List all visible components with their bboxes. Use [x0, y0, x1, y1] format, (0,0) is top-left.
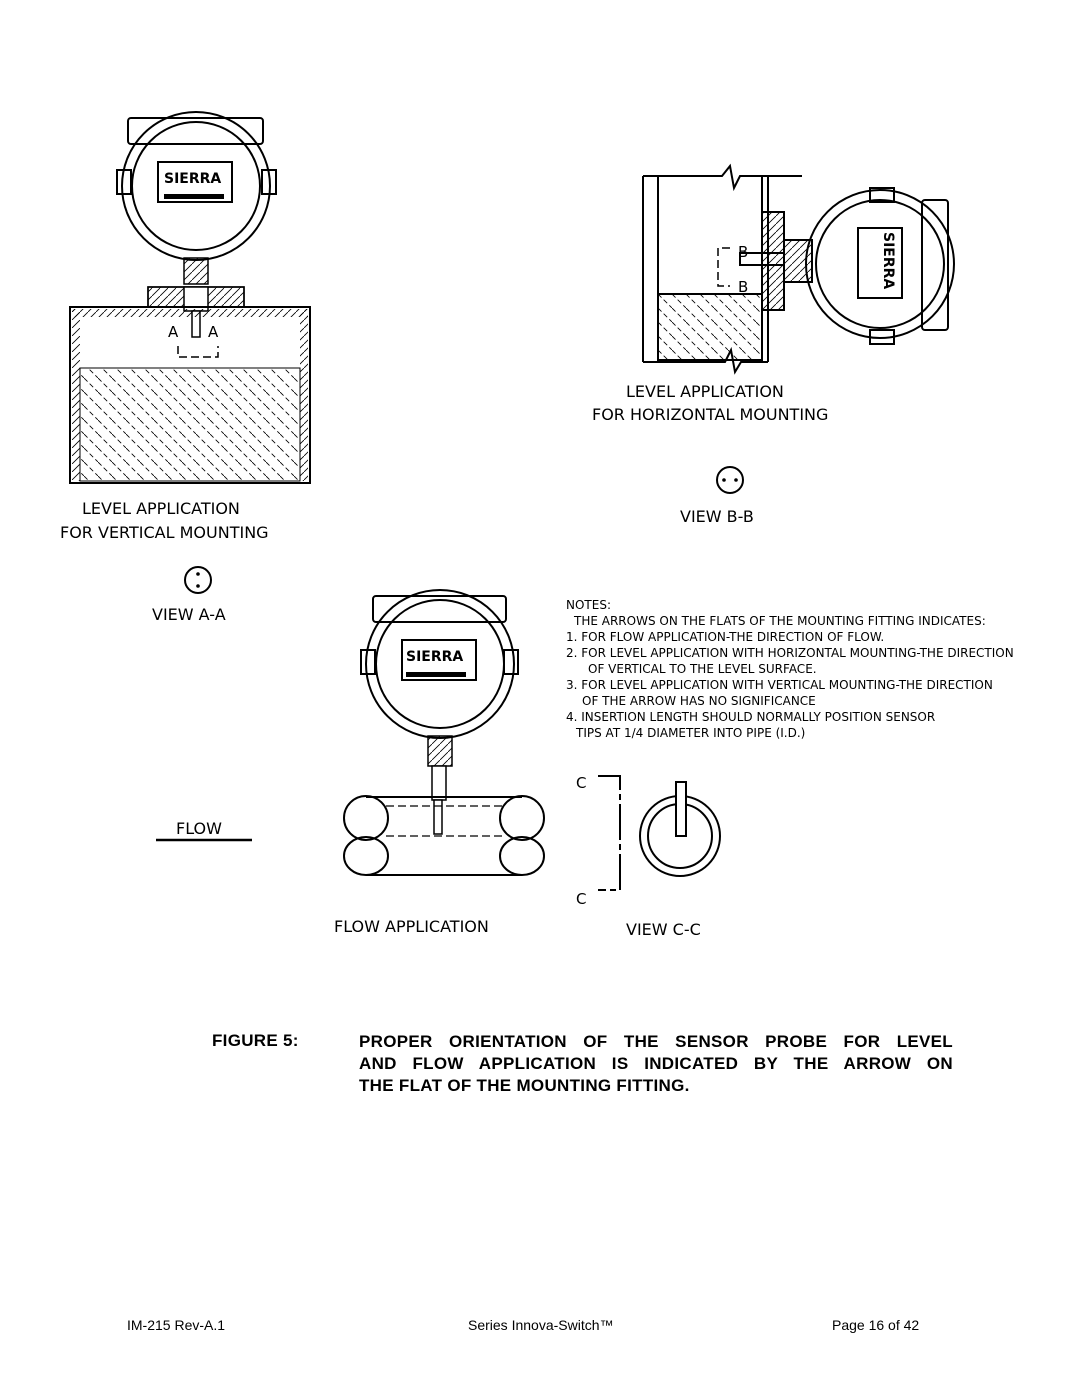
- brand-logo-vertical: SIERRA: [164, 171, 221, 187]
- view-c-c-symbol: [639, 781, 721, 877]
- note-line: 3. FOR LEVEL APPLICATION WITH VERTICAL M…: [566, 678, 993, 692]
- view-c-c-label: VIEW C-C: [626, 920, 701, 939]
- figure-5-drawing: SIERRA A A LEVEL APPLICATION FOR VERTICA…: [60, 111, 1014, 939]
- brand-plate-vertical: [164, 194, 224, 199]
- note-line: THE ARROWS ON THE FLATS OF THE MOUNTING …: [573, 614, 986, 628]
- tank-vertical: [69, 306, 311, 484]
- section-mark-a-left: A: [168, 323, 179, 341]
- note-line: OF VERTICAL TO THE LEVEL SURFACE.: [588, 662, 817, 676]
- notes-heading: NOTES:: [566, 598, 611, 612]
- horizontal-title-line1: LEVEL APPLICATION: [626, 382, 784, 401]
- section-mark-b-bottom: B: [738, 278, 748, 296]
- probe-vertical: [147, 257, 245, 338]
- section-mark-c-bottom: C: [576, 890, 586, 908]
- enclosure-horizontal: [805, 187, 955, 345]
- footer-page-number: Page 16 of 42: [832, 1317, 920, 1333]
- section-mark-b-top: B: [738, 243, 748, 261]
- flow-application-diagram: SIERRA FLOW FLOW APPLICATION C C VIE: [156, 589, 1014, 939]
- flow-label: FLOW: [176, 819, 222, 838]
- note-line: TIPS AT 1/4 DIAMETER INTO PIPE (I.D.): [575, 726, 805, 740]
- brand-logo-flow: SIERRA: [406, 649, 463, 665]
- vertical-title-line2: FOR VERTICAL MOUNTING: [60, 523, 269, 542]
- view-a-a-label: VIEW A-A: [152, 605, 226, 624]
- view-b-b-symbol: [716, 466, 744, 494]
- horizontal-title-line2: FOR HORIZONTAL MOUNTING: [592, 405, 828, 424]
- notes-block: NOTES: THE ARROWS ON THE FLATS OF THE MO…: [566, 598, 1014, 740]
- note-line: OF THE ARROW HAS NO SIGNIFICANCE: [582, 694, 816, 708]
- note-line: 1. FOR FLOW APPLICATION-THE DIRECTION OF…: [566, 630, 884, 644]
- caption-line: PROPER ORIENTATION OF THE SENSOR PROBE F…: [359, 1032, 953, 1051]
- footer-series: Series Innova-Switch™: [468, 1317, 614, 1333]
- view-b-b-label: VIEW B-B: [680, 507, 754, 526]
- vessel-wall-horizontal: [642, 163, 813, 375]
- view-a-a-symbol: [184, 566, 212, 594]
- section-mark-a-right: A: [208, 323, 219, 341]
- footer-doc-id: IM-215 Rev-A.1: [127, 1317, 226, 1333]
- figure-label: FIGURE 5:: [212, 1031, 299, 1050]
- note-line: 2. FOR LEVEL APPLICATION WITH HORIZONTAL…: [566, 646, 1014, 660]
- section-line-b: [717, 247, 730, 287]
- note-line: 4. INSERTION LENGTH SHOULD NORMALLY POSI…: [566, 710, 935, 724]
- brand-logo-horizontal: SIERRA: [880, 232, 896, 289]
- vertical-mounting-diagram: SIERRA A A LEVEL APPLICATION FOR VERTICA…: [60, 111, 311, 624]
- section-mark-c-top: C: [576, 774, 586, 792]
- caption-line: AND FLOW APPLICATION IS INDICATED BY THE…: [359, 1054, 953, 1073]
- section-line-a: [177, 346, 219, 358]
- probe-flow: [427, 735, 453, 835]
- vertical-title-line1: LEVEL APPLICATION: [82, 499, 240, 518]
- section-line-c: [598, 775, 621, 891]
- caption-line: THE FLAT OF THE MOUNTING FITTING.: [359, 1076, 690, 1095]
- flow-title: FLOW APPLICATION: [334, 917, 489, 936]
- brand-plate-flow: [406, 672, 466, 677]
- figure-caption: PROPER ORIENTATION OF THE SENSOR PROBE F…: [359, 1031, 953, 1097]
- pipe-flow: [343, 795, 545, 876]
- horizontal-mounting-diagram: B B SIERRA VIEW B-B LEVEL APPLICATION FO…: [592, 163, 955, 526]
